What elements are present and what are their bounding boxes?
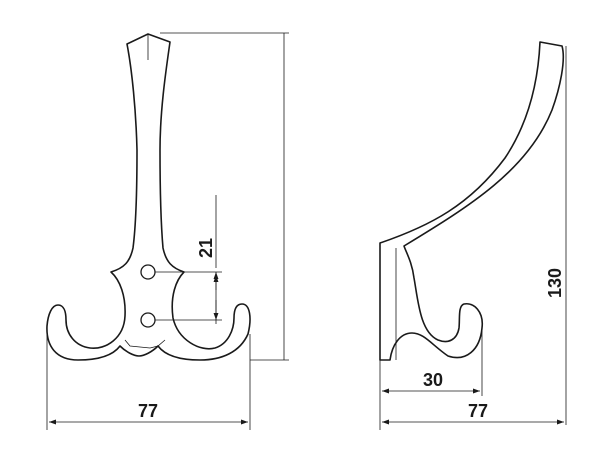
bottom-detail-line	[124, 339, 166, 349]
hook-side-view	[379, 41, 565, 361]
front-width-dimension: 77	[46, 326, 251, 430]
mounting-hole-lower	[140, 312, 156, 328]
side-depth-dimension: 30	[379, 330, 483, 430]
side-width-dimension: 77	[382, 401, 564, 425]
hook-front-outline	[46, 33, 251, 361]
side-height-label: 130	[545, 268, 565, 298]
front-height-extension	[160, 32, 289, 361]
mounting-hole-upper	[140, 264, 156, 280]
hook-side-outline	[379, 41, 565, 361]
hole-spacing-dimension: 21	[155, 195, 222, 324]
side-depth-label: 30	[423, 370, 443, 390]
hole-spacing-label: 21	[196, 238, 216, 258]
hook-front-view	[46, 33, 251, 361]
side-height-dimension: 130	[545, 46, 567, 425]
side-width-label: 77	[468, 401, 488, 421]
front-width-label: 77	[138, 401, 158, 421]
